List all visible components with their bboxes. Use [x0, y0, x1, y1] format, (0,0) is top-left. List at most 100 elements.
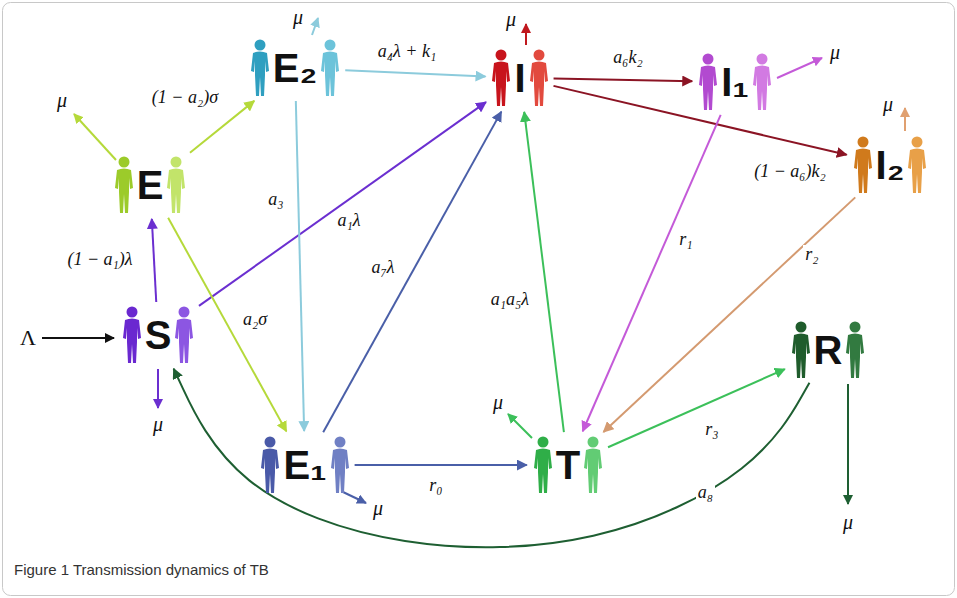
person-figure: [121, 306, 143, 364]
figure-body: [331, 449, 349, 494]
figure-head: [334, 437, 345, 448]
figure-head: [912, 137, 923, 148]
transition-arrow: [608, 369, 785, 447]
figure-body: [123, 319, 141, 364]
figure-head: [703, 54, 714, 65]
death-rate-symbol: μ: [493, 391, 503, 413]
transition-arrow: [355, 464, 527, 466]
compartment-letter: E: [137, 165, 164, 205]
person-figure: [490, 49, 512, 107]
figure-body: [321, 52, 339, 97]
death-rate-symbol: μ: [57, 89, 67, 111]
figure-head: [171, 157, 182, 168]
person-figure: [532, 436, 554, 494]
transition-arrow: [323, 112, 501, 433]
transition-arrow: [152, 219, 156, 302]
figure-head: [496, 50, 507, 61]
figure-body: [167, 169, 185, 214]
death-arrow: [508, 414, 532, 438]
transition-arrow: [524, 112, 564, 432]
rate-label: r₁: [677, 230, 694, 250]
compartment-letter: R: [814, 330, 843, 370]
figure-head: [265, 437, 276, 448]
transition-arrow: [190, 101, 254, 153]
transition-arrow: [296, 101, 304, 431]
rate-label: r₃: [703, 420, 720, 440]
figure-body: [792, 334, 810, 379]
figure-body: [753, 66, 771, 111]
compartment-letter: I₁: [721, 62, 749, 102]
death-arrow: [74, 114, 116, 160]
figure-body: [175, 319, 193, 364]
figure-body: [854, 149, 872, 194]
figure-head: [588, 437, 599, 448]
rate-label: a₁a₅λ: [489, 290, 531, 310]
death-rate-symbol: μ: [373, 497, 383, 519]
figure-head: [533, 50, 544, 61]
person-figure: [113, 156, 135, 214]
figure-body: [846, 334, 864, 379]
person-figure: [259, 436, 281, 494]
transition-arrow: [168, 218, 286, 432]
death-rate-symbol: μ: [830, 41, 840, 63]
compartment-letter: E₁: [283, 445, 326, 485]
person-figure: [329, 436, 351, 494]
death-rate-symbol: μ: [506, 8, 516, 30]
transition-arrow: [174, 369, 810, 548]
transition-arrow: [554, 79, 693, 82]
figure-body: [115, 169, 133, 214]
figure-head: [118, 157, 129, 168]
rate-label: a₇λ: [369, 258, 396, 278]
figure-head: [537, 437, 548, 448]
rate-label: a₃: [266, 190, 285, 210]
figure-caption: Figure 1 Transmission dynamics of TB: [14, 561, 269, 578]
figure-head: [857, 137, 868, 148]
compartment-node: S: [119, 304, 198, 366]
figure-head: [126, 307, 137, 318]
person-figure: [852, 136, 874, 194]
death-rate-symbol: μ: [293, 6, 303, 28]
death-rate-symbol: μ: [883, 93, 893, 115]
person-figure: [249, 39, 271, 97]
death-arrow: [525, 24, 527, 45]
figure-head: [179, 307, 190, 318]
rate-label: r₀: [427, 476, 444, 496]
figure-body: [492, 62, 510, 107]
death-arrow: [312, 18, 318, 35]
compartment-letter: I₂: [876, 145, 905, 185]
rate-label: a₂σ: [241, 310, 269, 330]
transition-arrow: [199, 102, 486, 306]
person-figure: [528, 49, 550, 107]
figure-body: [908, 149, 926, 194]
compartment-letter: I: [514, 58, 525, 98]
compartment-node: E: [111, 154, 190, 216]
compartment-node: I₂: [850, 134, 931, 196]
rate-label: r₂: [803, 245, 820, 265]
figure-head: [254, 40, 265, 51]
person-figure: [173, 306, 195, 364]
compartment-node: R: [788, 319, 869, 381]
transition-arrow: [345, 70, 485, 76]
rate-label: (1 − a₁)λ: [65, 250, 134, 270]
rate-label: (1 − a₆)k₂: [752, 162, 828, 182]
compartment-node: E₁: [257, 434, 352, 496]
compartment-node: I: [488, 47, 551, 109]
rate-label: a₈: [696, 483, 715, 503]
death-arrow: [343, 492, 366, 503]
death-rate-symbol: μ: [843, 511, 853, 533]
figure-frame: [3, 3, 955, 596]
transition-arrow: [603, 197, 855, 432]
recruitment-symbol: Λ: [20, 326, 36, 350]
person-figure: [165, 156, 187, 214]
figure-head: [850, 322, 861, 333]
death-arrow: [847, 384, 849, 504]
figure-body: [534, 449, 552, 494]
compartment-letter: S: [145, 315, 172, 355]
person-figure: [790, 321, 812, 379]
figure-body: [251, 52, 269, 97]
rate-label: a₁λ: [335, 211, 362, 231]
